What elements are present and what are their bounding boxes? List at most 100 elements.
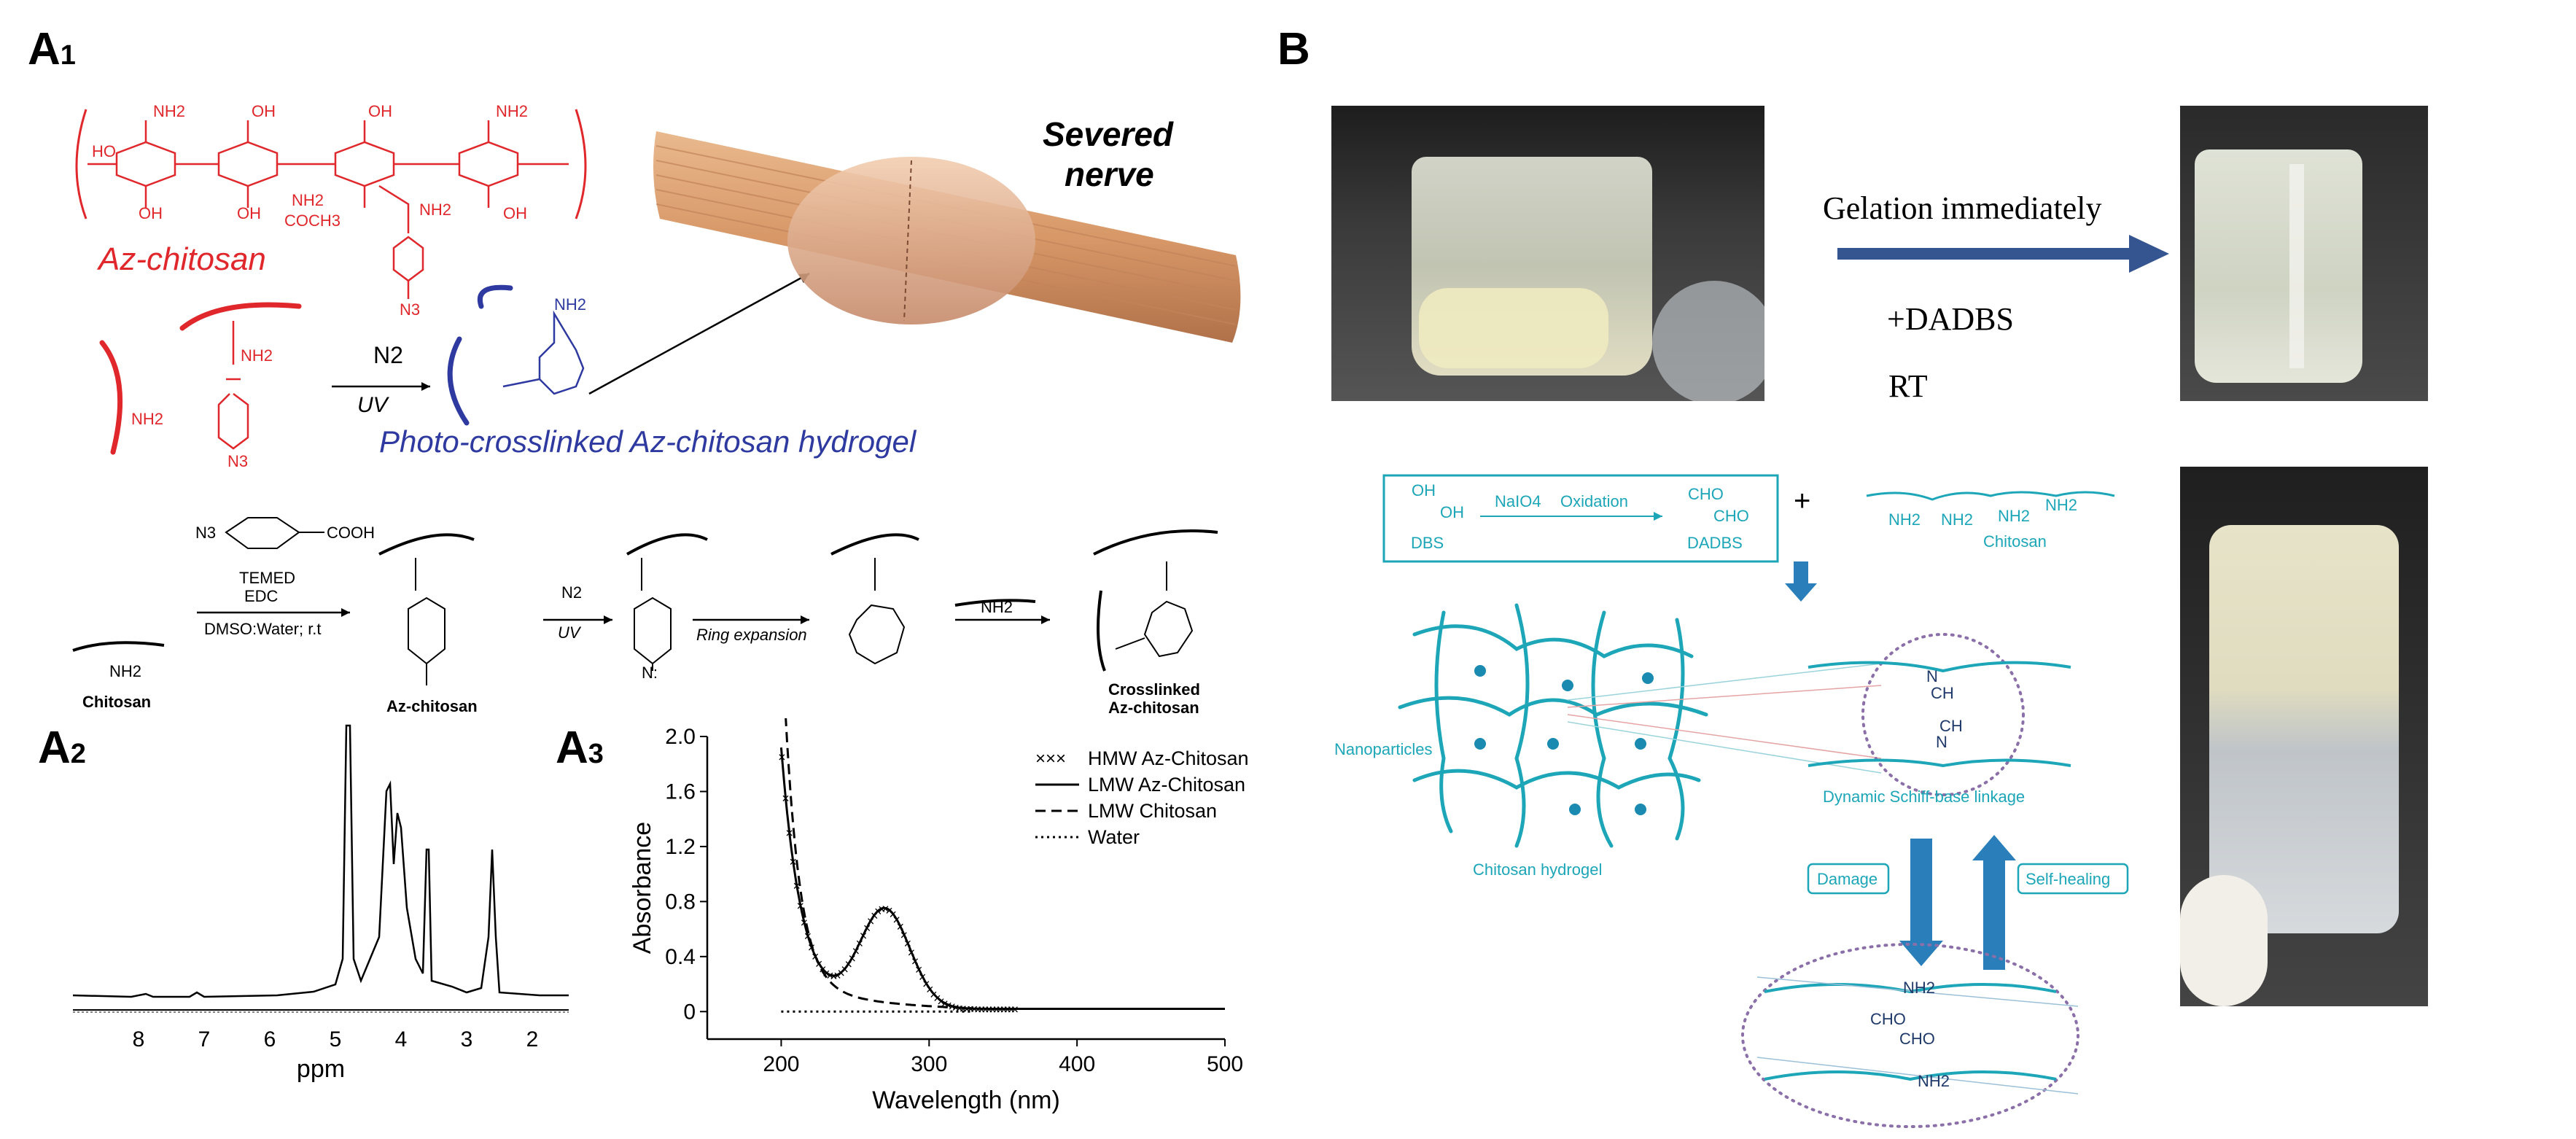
hmw-marker: ×: [970, 1002, 978, 1016]
hmw-marker: ×: [948, 1000, 956, 1014]
hmw-marker: ×: [863, 921, 871, 936]
svg-text:CHO: CHO: [1688, 485, 1724, 503]
schiff-base-circle: [1861, 633, 2025, 796]
svg-text:OH: OH: [1412, 481, 1436, 499]
hmw-marker: ×: [989, 1002, 997, 1016]
svg-text:DMSO:Water; r.t: DMSO:Water; r.t: [204, 620, 322, 638]
svg-text:OH: OH: [503, 204, 527, 222]
svg-text:Self-healing: Self-healing: [2026, 870, 2110, 888]
legend-entry: HMW Az-Chitosan: [1088, 747, 1249, 769]
hmw-marker: ×: [819, 963, 827, 977]
blue-polymer-chains: [447, 284, 513, 426]
hmw-marker: ×: [867, 914, 875, 929]
hmw-marker: ×: [797, 898, 805, 913]
hmw-marker: ×: [822, 966, 830, 981]
hmw-marker: ×: [833, 968, 841, 983]
hmw-marker: ×: [1004, 1002, 1012, 1016]
hmw-marker: ×: [826, 968, 834, 983]
hmw-marker: ×: [896, 920, 904, 934]
svg-text:Chitosan: Chitosan: [1983, 532, 2047, 551]
zoom-lines: [1567, 663, 1882, 774]
nmr-tick: 2: [526, 1027, 539, 1051]
nmr-tick: 4: [395, 1027, 408, 1051]
svg-text:NH2: NH2: [1941, 510, 1973, 529]
hmw-marker: ×: [782, 791, 790, 806]
hmw-marker: ×: [812, 949, 820, 964]
hmw-marker: ×: [996, 1002, 1004, 1016]
x-axis-label: Wavelength (nm): [872, 1086, 1060, 1114]
photo-beaker-before: [1331, 106, 1764, 401]
nanoparticle-dots: [1474, 665, 1654, 815]
hmw-marker: ×: [974, 1002, 982, 1016]
svg-text:N: N: [1926, 667, 1938, 685]
chitosan-labels: NH2 OH OH NH2 HO OH OH OH NH2 COCH3 NH2 …: [92, 102, 528, 319]
svg-text:OH: OH: [237, 204, 261, 222]
photo-inverted-vial: [2180, 467, 2428, 1006]
svg-text:DADBS: DADBS: [1687, 534, 1743, 552]
hmw-marker: ×: [804, 929, 812, 944]
svg-text:Az-chitosan: Az-chitosan: [1108, 699, 1199, 717]
hmw-marker: ×: [841, 963, 849, 977]
dadbs-label: +DADBS: [1887, 301, 2014, 337]
hydrogel-network: [1398, 603, 1708, 848]
hmw-marker: ×: [963, 1002, 971, 1016]
nmr-xlabel: ppm: [297, 1055, 345, 1083]
hmw-marker: ×: [915, 963, 923, 977]
hmw-marker: ×: [904, 936, 912, 951]
red-pendant: [217, 321, 249, 450]
svg-text:NH2: NH2: [109, 662, 141, 680]
svg-text:NH2: NH2: [2045, 496, 2077, 514]
self-healing-box: [2017, 863, 2129, 895]
red-polymer-chains: [99, 302, 302, 455]
series-lmw-az-chitosan: [779, 747, 1225, 1010]
hmw-marker: ×: [981, 1002, 989, 1016]
schiff-base-schematic: OH OH DBS NaIO4 Oxidation CHO CHO DADBS …: [1334, 474, 2129, 1128]
svg-text:Damage: Damage: [1817, 870, 1877, 888]
hmw-marker: ×: [985, 1002, 993, 1016]
hydrogel-conduit: [787, 157, 1035, 324]
svg-text:HO: HO: [92, 142, 116, 160]
svg-text:EDC: EDC: [244, 587, 279, 605]
x-tick-label: 500: [1207, 1052, 1243, 1076]
hmw-marker: ×: [908, 945, 916, 960]
svg-text:Crosslinked: Crosslinked: [1108, 680, 1200, 699]
uv-label: UV: [357, 393, 390, 417]
svg-text:Az-chitosan: Az-chitosan: [386, 697, 478, 715]
hmw-marker: ×: [941, 996, 949, 1011]
hmw-marker: ×: [815, 957, 823, 971]
svg-text:COOH: COOH: [327, 524, 375, 542]
blue-azepine: [502, 310, 585, 395]
hmw-marker: ×: [992, 1002, 1000, 1016]
svg-text:OH: OH: [252, 102, 276, 120]
svg-text:NH2: NH2: [241, 346, 273, 365]
svg-text:NH2: NH2: [419, 201, 451, 219]
damage-box: [1807, 863, 1890, 895]
chitosan-rings: [87, 120, 569, 299]
hmw-marker: ×: [844, 957, 852, 972]
hmw-marker: ×: [793, 879, 801, 893]
legend-entry: LMW Az-Chitosan: [1088, 774, 1245, 796]
dbs-box: [1382, 474, 1779, 563]
svg-text:CH: CH: [1939, 717, 1963, 735]
hmw-marker: ×: [922, 976, 930, 991]
arrow-to-nerve: [588, 272, 810, 395]
hmw-marker: ×: [860, 928, 868, 943]
svg-text:NH2: NH2: [1903, 979, 1935, 997]
svg-text:UV: UV: [558, 623, 582, 642]
x-tick-label: 300: [911, 1052, 947, 1076]
legend-entry: Water: [1088, 826, 1140, 848]
y-axis-label: Absorbance: [629, 822, 656, 954]
az-chitosan-label: Az-chitosan: [96, 241, 266, 277]
hmw-marker: ×: [837, 966, 845, 981]
rt-label: RT: [1888, 368, 1928, 404]
nmr-tick: 3: [461, 1027, 473, 1051]
nmr-spectrum: 8 7 6 5 4 3 2 ppm: [72, 724, 569, 1083]
svg-text:NH2: NH2: [496, 102, 528, 120]
a1-diagram: NH2 OH OH NH2 HO OH OH OH NH2 COCH3 NH2 …: [75, 102, 1241, 467]
svg-text:NH2: NH2: [554, 295, 586, 314]
schiff-label: Dynamic Schiff-base linkage: [1823, 788, 2025, 806]
legend-entry: LMW Chitosan: [1088, 800, 1217, 822]
x-tick-label: 400: [1059, 1052, 1095, 1076]
svg-text:OH: OH: [139, 204, 163, 222]
svg-text:Chitosan: Chitosan: [82, 693, 151, 711]
